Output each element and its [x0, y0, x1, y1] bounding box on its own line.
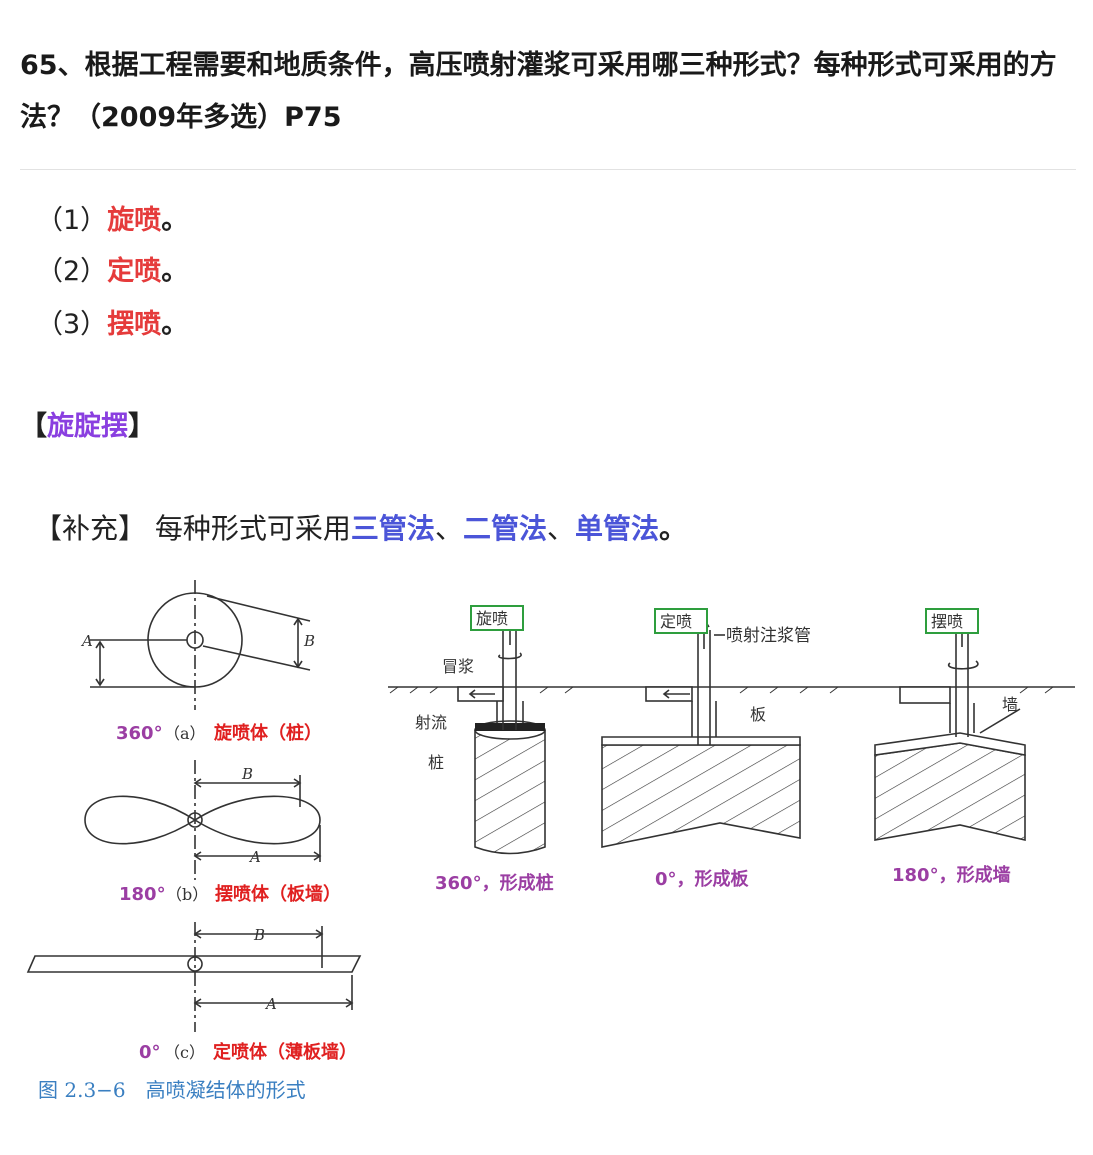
dim-a-label: A: [80, 632, 93, 650]
panel-fixed-grouting: [601, 617, 801, 848]
answer-term: 摆喷: [107, 309, 162, 340]
dim-b-label: B: [241, 765, 253, 783]
answer-prefix: （2）: [36, 256, 108, 287]
method-three-pipe: 三管法: [350, 512, 435, 545]
fig-a-name: 旋喷体（桩）: [213, 722, 322, 744]
right-figure: 旋喷 冒浆 射流 桩 360°，形成桩 定喷 喷射注浆管 板 0°，形成板 摆喷…: [388, 605, 1075, 894]
dim-b-label: B: [253, 926, 265, 944]
result-plate: 0°，形成板: [655, 868, 750, 890]
sep: 、: [546, 512, 575, 545]
box-jet-grouting: [470, 605, 524, 631]
label-plate: 板: [750, 705, 766, 724]
box-text: 摆喷: [931, 612, 963, 631]
answer-suffix: 。: [161, 256, 189, 287]
fig-c-degree: 0°: [139, 1042, 161, 1063]
box-fixed-grouting: [654, 608, 708, 634]
sep: 、: [434, 512, 463, 545]
fig-b-name: 摆喷体（板墙）: [215, 883, 341, 905]
divider: [20, 169, 1076, 170]
panel-swing-grouting: [874, 615, 1026, 842]
box-text: 定喷: [660, 612, 692, 631]
supplement-end: 。: [659, 512, 688, 545]
label-injection-pipe: 喷射注浆管: [726, 626, 811, 646]
method-single-pipe: 单管法: [574, 512, 659, 545]
panel-jet-grouting: [457, 613, 546, 855]
box-swing-grouting: [925, 608, 979, 634]
supplement: 【补充】 每种形式可采用三管法、二管法、单管法。: [34, 510, 687, 548]
label-jet: 射流: [415, 713, 447, 732]
fig-c-paren: （c）: [164, 1043, 205, 1062]
answer-term: 定喷: [107, 256, 162, 287]
answer-suffix: 。: [161, 309, 189, 340]
dim-a-label: A: [264, 995, 277, 1013]
supplement-lead: 每种形式可采用: [146, 512, 351, 545]
box-text: 旋喷: [476, 609, 508, 628]
question-title: 65、根据工程需要和地质条件，高压喷射灌浆可采用哪三种形式？每种形式可采用的方法…: [20, 50, 1057, 133]
mnemonic-open: 【: [20, 411, 47, 442]
fig-b-degree: 180°: [119, 884, 166, 905]
answer-prefix: （1）: [36, 205, 108, 236]
dim-a-label: A: [248, 848, 261, 866]
answer-item-2: （2）定喷。: [36, 254, 188, 290]
method-two-pipe: 二管法: [462, 512, 547, 545]
fan-shape: [84, 795, 321, 845]
mnemonic-close: 】: [128, 411, 155, 442]
dim-b-label: B: [303, 632, 315, 650]
answer-suffix: 。: [161, 205, 189, 236]
left-figure: A B B A B A 360° （a） 旋喷体（桩） 180° （b） 摆喷体…: [26, 580, 362, 1102]
answer-item-1: （1）旋喷。: [36, 203, 188, 239]
mnemonic: 【旋腚摆】: [20, 409, 155, 445]
figure-caption: 图 2.3−6 高喷凝结体的形式: [38, 1078, 306, 1102]
thin-plate: [26, 955, 362, 973]
mnemonic-text: 旋腚摆: [47, 411, 128, 442]
result-wall: 180°，形成墙: [892, 864, 1011, 886]
result-column: 360°，形成桩: [435, 872, 554, 894]
fig-b-paren: （b）: [166, 885, 208, 904]
fig-a-degree: 360°: [116, 723, 163, 744]
label-wall: 墙: [1002, 695, 1018, 714]
answer-prefix: （3）: [36, 309, 108, 340]
fig-a-paren: （a）: [164, 724, 206, 743]
supplement-tag: 【补充】: [34, 512, 147, 545]
label-overflow-slurry: 冒浆: [442, 657, 474, 676]
answer-item-3: （3）摆喷。: [36, 307, 188, 343]
label-column: 桩: [428, 753, 444, 772]
answer-term: 旋喷: [107, 205, 162, 236]
fig-c-name: 定喷体（薄板墙）: [213, 1041, 357, 1063]
